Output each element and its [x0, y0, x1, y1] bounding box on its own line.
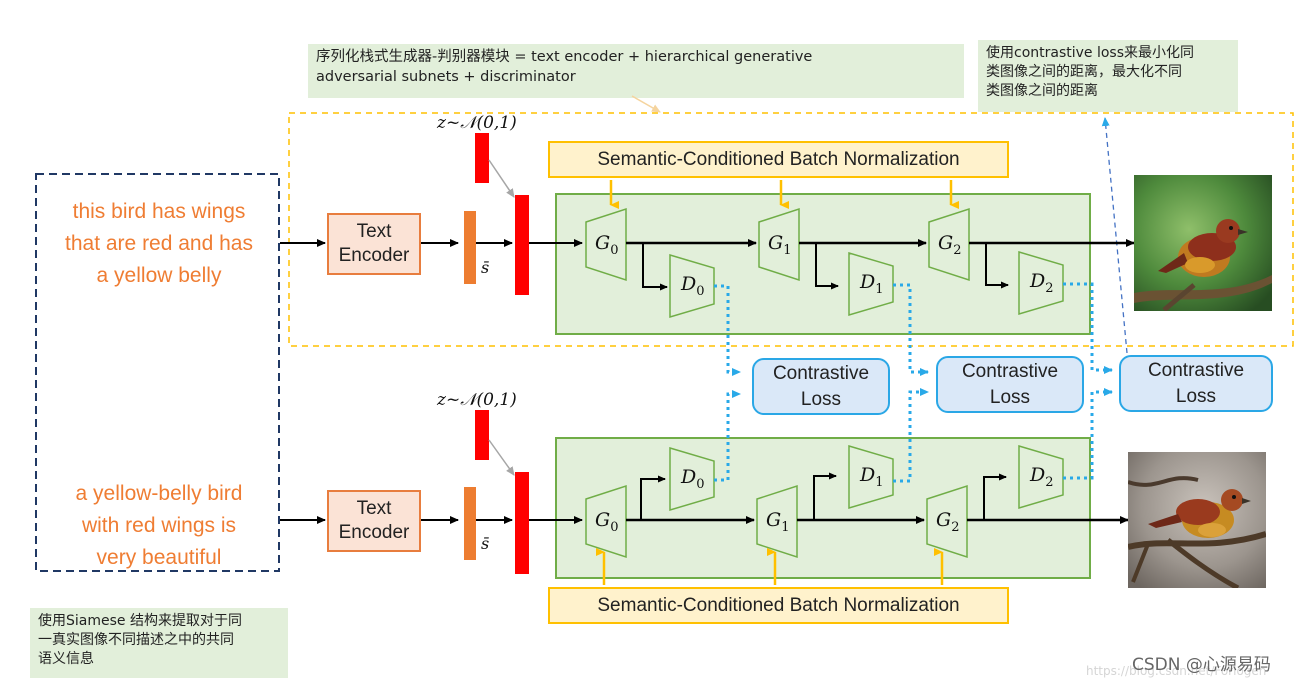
contrastive-loss-box-2: Contrastive Loss [936, 356, 1084, 413]
discriminator-d2-bottom [1018, 444, 1064, 510]
sbar-vector-bar-bottom [464, 487, 476, 560]
d0-label-top: D0 [681, 273, 705, 299]
watermark: CSDN @心源易码 [1132, 655, 1271, 675]
watermark-url: https://blog.csdn.net/Forlogen [1086, 664, 1267, 678]
concat-vector-bar-bottom [515, 472, 529, 574]
d2-label-bottom: D2 [1030, 464, 1054, 490]
annotation-note-top-right: 使用contrastive loss来最小化同 类图像之间的距离，最大化不同 类… [978, 40, 1238, 112]
concat-vector-bar-top [515, 195, 529, 295]
scbn-box-top: Semantic-Conditioned Batch Normalization [548, 141, 1009, 178]
d1-label-bottom: D1 [860, 464, 884, 490]
contrastive-loss-box-3: Contrastive Loss [1119, 355, 1273, 412]
sbar-label-top: s̄ [481, 258, 490, 277]
text-encoder-bottom: Text Encoder [327, 490, 421, 552]
caption-bottom: a yellow-belly bird with red wings is ve… [75, 482, 243, 569]
generator-g2-top [928, 207, 970, 282]
discriminator-d0-top [669, 253, 715, 319]
g0-label-bottom: G0 [595, 509, 619, 535]
noise-label-bottom: z~𝒩(0,1) [437, 390, 517, 410]
caption-dashed-frame [35, 173, 280, 572]
discriminator-d1-bottom [848, 444, 894, 510]
top-branch-dashed-frame [288, 112, 1294, 347]
generator-g2-bottom [926, 484, 968, 559]
sbar-label-bottom: s̄ [481, 534, 490, 553]
dotted-d0-bottom-to-loss [714, 390, 741, 482]
generator-g0-bottom [585, 484, 627, 559]
annotation-note-top: 序列化栈式生成器-判别器模块 = text encoder + hierarch… [308, 44, 964, 98]
generator-g0-top [585, 207, 627, 282]
discriminator-d0-bottom [669, 446, 715, 512]
dotted-d1-top-to-loss [893, 283, 929, 376]
caption-top: this bird has wings that are red and has… [65, 200, 253, 287]
generator-g1-bottom [756, 484, 798, 559]
bird-photo-top [1134, 175, 1272, 311]
text-encoder-top: Text Encoder [327, 213, 421, 275]
discriminator-d2-top [1018, 250, 1064, 316]
dotted-d2-bottom-to-loss [1063, 388, 1113, 480]
g1-label-top: G1 [768, 232, 792, 258]
d2-label-top: D2 [1030, 270, 1054, 296]
scbn-box-bottom: Semantic-Conditioned Batch Normalization [548, 587, 1009, 624]
discriminator-d1-top [848, 251, 894, 317]
dotted-d2-top-to-loss [1063, 282, 1113, 374]
g2-label-bottom: G2 [936, 509, 960, 535]
noise-label-top: z~𝒩(0,1) [437, 113, 517, 133]
dotted-d0-top-to-loss [714, 284, 741, 376]
dotted-d1-bottom-to-loss [893, 388, 929, 483]
annotation-note-bottom-left: 使用Siamese 结构来提取对于同 一真实图像不同描述之中的共同 语义信息 [30, 608, 288, 678]
top-generator-panel [555, 193, 1091, 335]
bird-photo-bottom [1128, 452, 1266, 588]
d1-label-top: D1 [860, 271, 884, 297]
g1-label-bottom: G1 [766, 509, 790, 535]
contrastive-loss-box-1: Contrastive Loss [752, 358, 890, 415]
noise-vector-bar-bottom [475, 410, 489, 460]
sbar-vector-bar-top [464, 211, 476, 284]
g2-label-top: G2 [938, 232, 962, 258]
d0-label-bottom: D0 [681, 466, 705, 492]
g0-label-top: G0 [595, 232, 619, 258]
generator-g1-top [758, 207, 800, 282]
noise-vector-bar-top [475, 133, 489, 183]
bottom-generator-panel [555, 437, 1091, 579]
